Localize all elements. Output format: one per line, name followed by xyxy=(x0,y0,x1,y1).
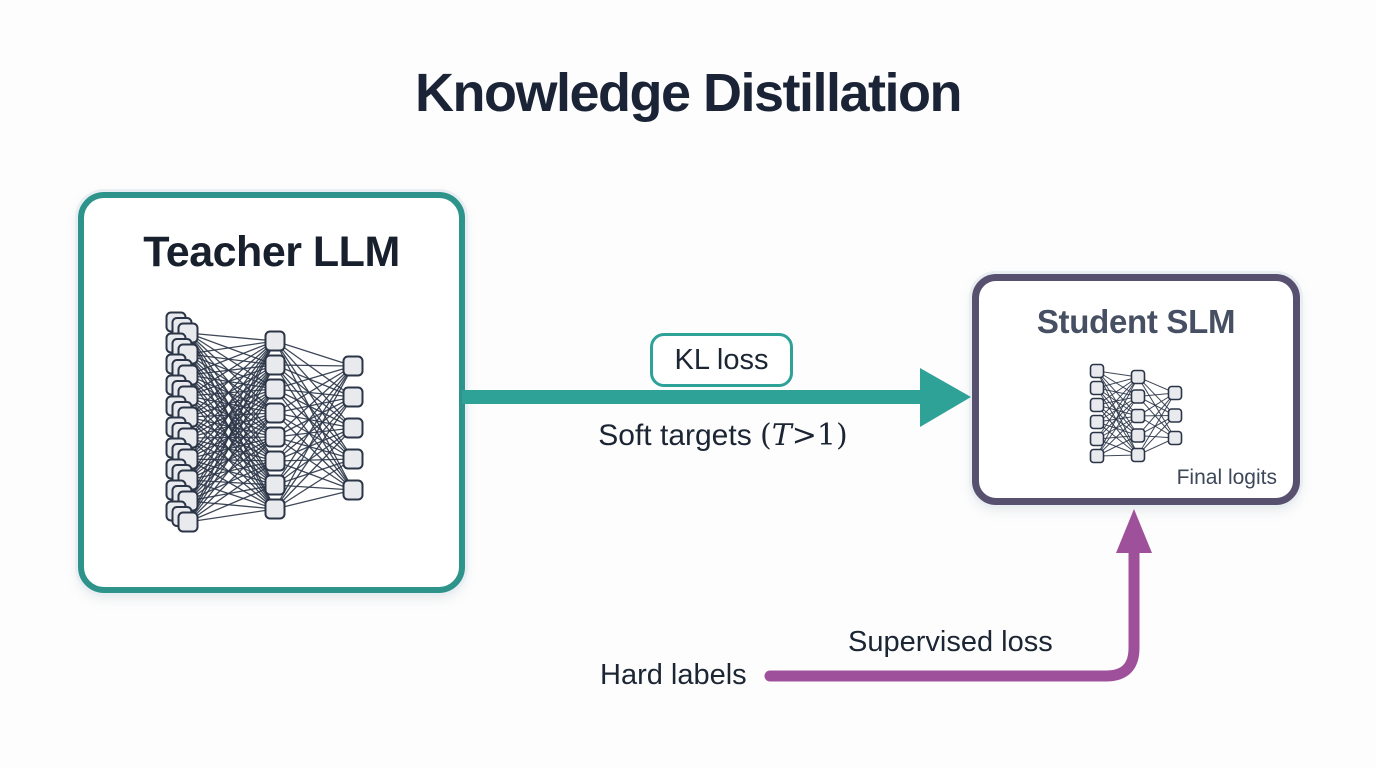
soft-targets-text: Soft targets xyxy=(598,419,761,452)
teacher-llm-box: Teacher LLM xyxy=(78,192,465,593)
soft-targets-label: Soft targets (T>1) xyxy=(572,418,874,453)
supervised-loss-label: Supervised loss xyxy=(848,626,1053,658)
page-title: Knowledge Distillation xyxy=(414,63,963,123)
kl-loss-badge: KL loss xyxy=(650,333,793,387)
teacher-network-icon xyxy=(165,311,364,533)
student-network-icon xyxy=(1089,363,1183,464)
temperature-variable: T xyxy=(771,418,792,453)
hard-labels-label: Hard labels xyxy=(600,659,747,691)
temperature-formula: (T>1) xyxy=(760,418,848,453)
teacher-llm-label: Teacher LLM xyxy=(143,228,400,276)
student-slm-label: Student SLM xyxy=(1036,303,1236,340)
final-logits-label: Final logits xyxy=(1176,466,1277,489)
